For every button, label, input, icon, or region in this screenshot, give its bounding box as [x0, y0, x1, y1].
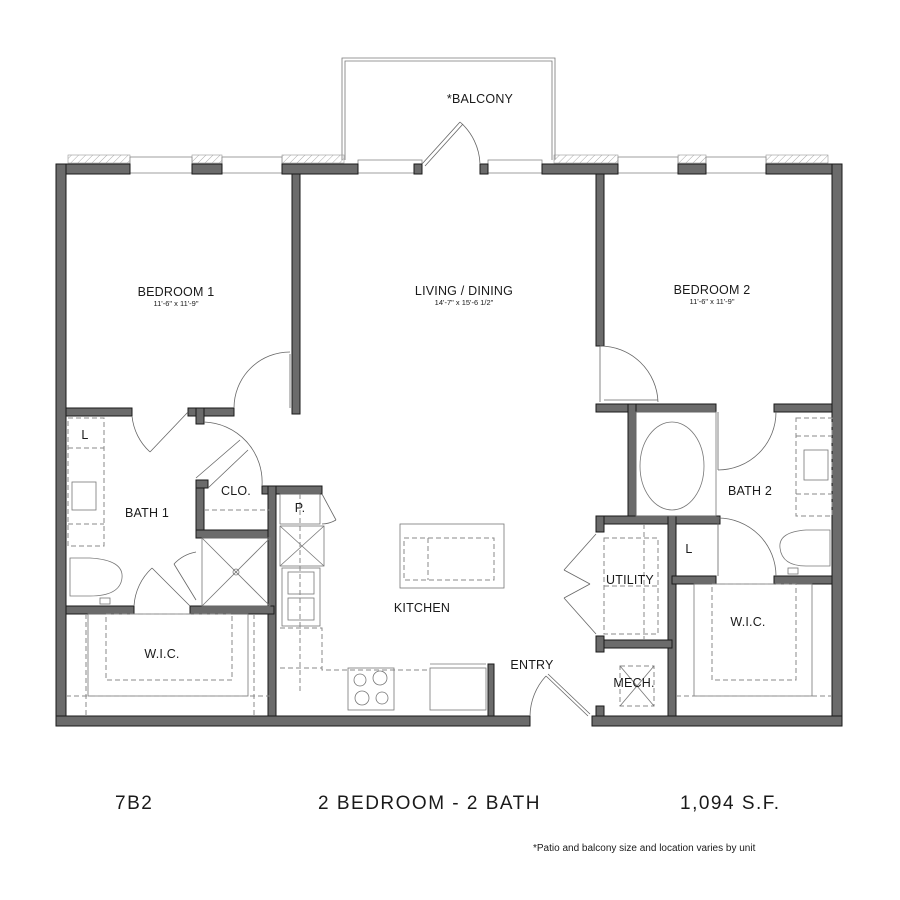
unit-type: 2 BEDROOM - 2 BATH	[318, 793, 542, 814]
linen1-label: L	[81, 428, 89, 442]
kitchen-fixtures	[279, 493, 505, 711]
linen2-label: L	[685, 542, 693, 556]
bedroom2-dims: 11'-6" x 11'-9"	[689, 297, 735, 306]
wic1-shelving	[66, 613, 270, 716]
pantry-label: P.	[294, 501, 306, 515]
bedroom1-dims: 11'-6" x 11'-9"	[153, 299, 199, 308]
unit-code: 7B2	[115, 793, 154, 814]
kitchen-label: KITCHEN	[393, 601, 451, 615]
balcony-door	[421, 121, 481, 167]
window-sills	[67, 154, 829, 174]
bath1-label: BATH 1	[124, 506, 170, 520]
interior-walls	[65, 173, 833, 717]
bath2-label: BATH 2	[727, 484, 773, 498]
bath2-fixtures	[635, 411, 833, 575]
unit-area: 1,094 S.F.	[680, 793, 781, 814]
mech-label: MECH.	[613, 676, 655, 690]
entry-label: ENTRY	[510, 658, 554, 672]
living-dining-label: LIVING / DINING	[414, 284, 514, 298]
wic2-label: W.I.C.	[730, 615, 766, 629]
bath1-fixtures	[67, 417, 271, 607]
footnote: *Patio and balcony size and location var…	[533, 843, 756, 854]
utility-label: UTILITY	[606, 573, 654, 587]
exterior-walls	[55, 163, 843, 727]
balcony-outline	[341, 57, 556, 160]
utility-mech	[603, 524, 659, 707]
bedroom2-label: BEDROOM 2	[673, 283, 751, 297]
wic2-shelving	[676, 583, 832, 697]
interior-doors	[131, 345, 777, 717]
bedroom1-label: BEDROOM 1	[137, 285, 215, 299]
closet-label: CLO.	[221, 484, 251, 498]
living-dining-dims: 14'-7" x 15'-6 1/2"	[434, 298, 494, 307]
wic1-label: W.I.C.	[144, 647, 180, 661]
balcony-label: *BALCONY	[446, 92, 514, 106]
